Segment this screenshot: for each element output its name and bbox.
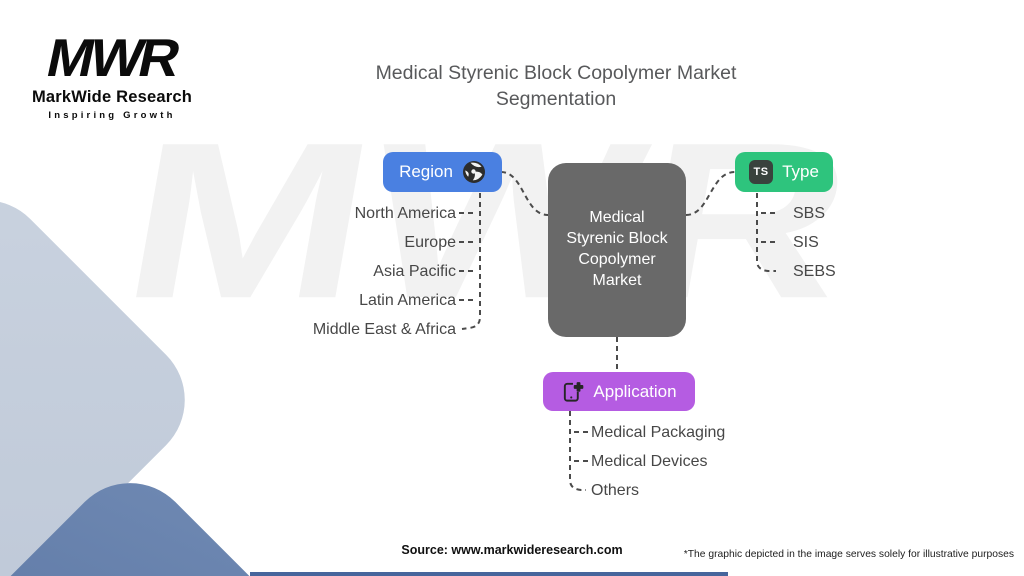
list-item: Others [591, 482, 640, 499]
logo-name: MarkWide Research [31, 88, 193, 106]
list-item: Latin America [359, 292, 456, 309]
ts-badge-icon: TS [749, 160, 774, 184]
application-label: Application [593, 381, 677, 401]
region-label: Region [399, 162, 453, 181]
application-items: Medical Packaging Medical Devices Others [591, 418, 725, 505]
list-item: Europe [404, 234, 456, 251]
list-item: Medical Devices [591, 453, 708, 470]
center-market-label: Medical Styrenic Block Copolymer Market [566, 209, 668, 289]
type-label: Type [782, 162, 819, 181]
list-item: SIS [793, 234, 819, 251]
application-node: Application [543, 372, 695, 411]
list-item: Middle East & Africa [312, 321, 456, 338]
list-item: SBS [793, 205, 826, 222]
region-items: North America Europe Asia Pacific Latin … [200, 199, 456, 344]
type-items: SBS SIS SEBS [793, 199, 836, 286]
device-plus-icon [561, 380, 585, 403]
list-item: North America [354, 205, 456, 222]
center-market-node: Medical Styrenic Block Copolymer Market [548, 163, 686, 337]
disclaimer-text: *The graphic depicted in the image serve… [683, 549, 1014, 560]
region-node: Region [383, 152, 502, 192]
bottom-accent-bar [250, 572, 728, 576]
list-item: Asia Pacific [373, 263, 456, 280]
type-node: TS Type [735, 152, 833, 192]
logo-monogram: MWR [41, 27, 183, 88]
list-item: Medical Packaging [591, 424, 726, 441]
markwide-logo: MWR MarkWide Research Inspiring Growth [28, 28, 196, 121]
page-title: Medical Styrenic Block Copolymer Market … [375, 62, 737, 111]
list-item: SEBS [793, 263, 836, 280]
logo-tagline: Inspiring Growth [48, 110, 176, 121]
source-text: Source: www.markwideresearch.com [401, 543, 623, 557]
application-rail [569, 411, 586, 491]
globe-icon [462, 160, 486, 184]
